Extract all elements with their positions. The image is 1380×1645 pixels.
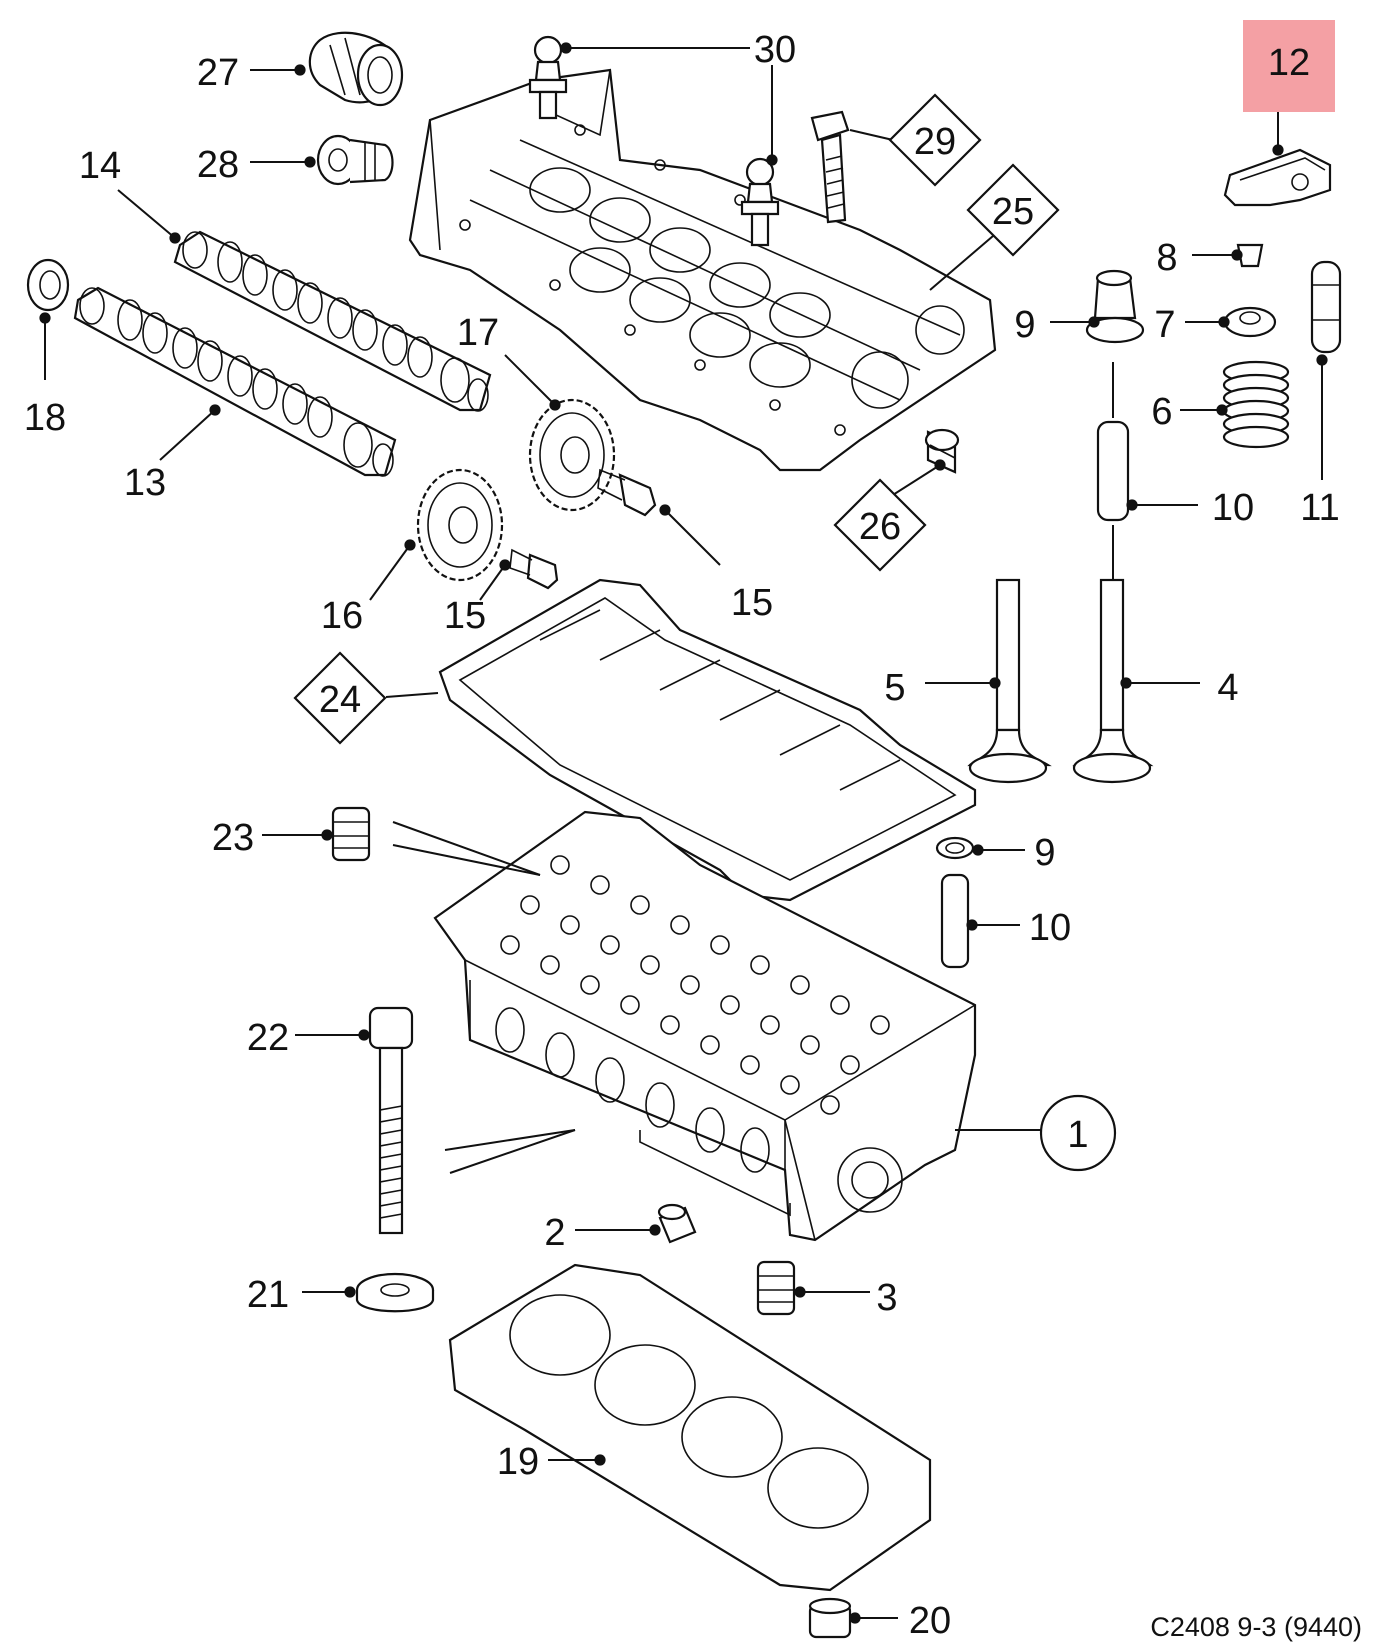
label-16: 16 xyxy=(321,595,363,637)
label-11: 11 xyxy=(1300,487,1339,529)
bolt-illustration xyxy=(810,110,850,224)
label-7: 7 xyxy=(1154,304,1175,346)
camshaft-gear-upper-illustration xyxy=(528,398,616,512)
camshaft-cover-illustration xyxy=(408,68,997,472)
label-9-upper: 9 xyxy=(1014,304,1035,346)
intake-camshaft-illustration xyxy=(73,286,397,477)
label-19: 19 xyxy=(497,1441,539,1483)
label-21: 21 xyxy=(247,1274,289,1316)
valve-spring-illustration xyxy=(1222,360,1290,449)
circle-callout-1 xyxy=(1039,1094,1117,1172)
label-23: 23 xyxy=(212,817,254,859)
camshaft-cover-gasket-illustration xyxy=(438,578,977,902)
diamond-callout-26 xyxy=(833,478,927,572)
valve-stem-seal-upper-illustration xyxy=(1085,269,1145,344)
dowel-sleeve-upper-illustration xyxy=(331,806,371,862)
label-4: 4 xyxy=(1217,667,1238,709)
highlight-box xyxy=(1243,20,1335,112)
oil-seal-illustration xyxy=(26,258,70,312)
dowel-sleeve-lower-illustration xyxy=(756,1260,796,1316)
head-bolt-illustration xyxy=(368,1006,414,1235)
label-18: 18 xyxy=(24,397,66,439)
label-2: 2 xyxy=(544,1212,565,1254)
label-13: 13 xyxy=(124,462,166,504)
label-29: 29 xyxy=(914,121,956,163)
threaded-sleeve-illustration xyxy=(657,1203,697,1244)
diamond-callout-24 xyxy=(293,651,387,745)
sleeve-illustration xyxy=(924,428,960,474)
camshaft-gear-lower-illustration xyxy=(416,468,504,582)
valve-guide-upper-illustration xyxy=(1096,362,1130,582)
exhaust-camshaft-illustration xyxy=(173,230,492,412)
label-25: 25 xyxy=(992,191,1034,233)
diagram-caption: C2408 9-3 (9440) xyxy=(1150,1612,1362,1642)
label-8: 8 xyxy=(1156,237,1177,279)
label-22: 22 xyxy=(247,1017,289,1059)
bushing-illustration xyxy=(808,1597,852,1639)
label-27: 27 xyxy=(197,52,239,94)
label-12: 12 xyxy=(1268,42,1310,84)
label-1: 1 xyxy=(1067,1114,1088,1156)
valve-cotter-illustration xyxy=(1236,243,1264,268)
valve-stem-seal-lower-illustration xyxy=(935,836,975,860)
label-6: 6 xyxy=(1151,391,1172,433)
head-gasket-illustration xyxy=(448,1263,932,1592)
label-5: 5 xyxy=(884,667,905,709)
rocker-arm-illustration xyxy=(1223,148,1332,207)
label-28: 28 xyxy=(197,144,239,186)
label-15-right: 15 xyxy=(731,582,773,624)
valve-guide-lower-illustration xyxy=(940,873,970,969)
label-15-left: 15 xyxy=(444,595,486,637)
gear-bolt-illustration xyxy=(509,468,657,590)
label-26: 26 xyxy=(859,506,901,548)
spring-retainer-illustration xyxy=(1223,306,1277,338)
label-10-lower: 10 xyxy=(1029,907,1071,949)
leader-lines xyxy=(39,42,1328,1624)
label-3: 3 xyxy=(876,1277,897,1319)
intake-valve-illustration xyxy=(967,578,1052,784)
diamond-callout-25 xyxy=(966,163,1060,257)
label-20: 20 xyxy=(909,1600,951,1642)
plug-illustration xyxy=(308,31,404,107)
label-9-lower: 9 xyxy=(1034,832,1055,874)
label-14: 14 xyxy=(79,145,121,187)
label-17: 17 xyxy=(457,312,499,354)
cylinder-head-illustration xyxy=(433,810,977,1242)
hydraulic-lifter-illustration xyxy=(1310,260,1342,354)
plug-small-illustration xyxy=(316,134,394,186)
exhaust-valve-illustration xyxy=(1072,578,1154,784)
bolt-washer-illustration xyxy=(355,1272,435,1313)
label-30: 30 xyxy=(754,29,796,71)
diamond-callout-29 xyxy=(888,93,982,187)
label-10-upper: 10 xyxy=(1212,487,1254,529)
label-24: 24 xyxy=(319,679,361,721)
ball-stud-illustration xyxy=(528,35,780,247)
